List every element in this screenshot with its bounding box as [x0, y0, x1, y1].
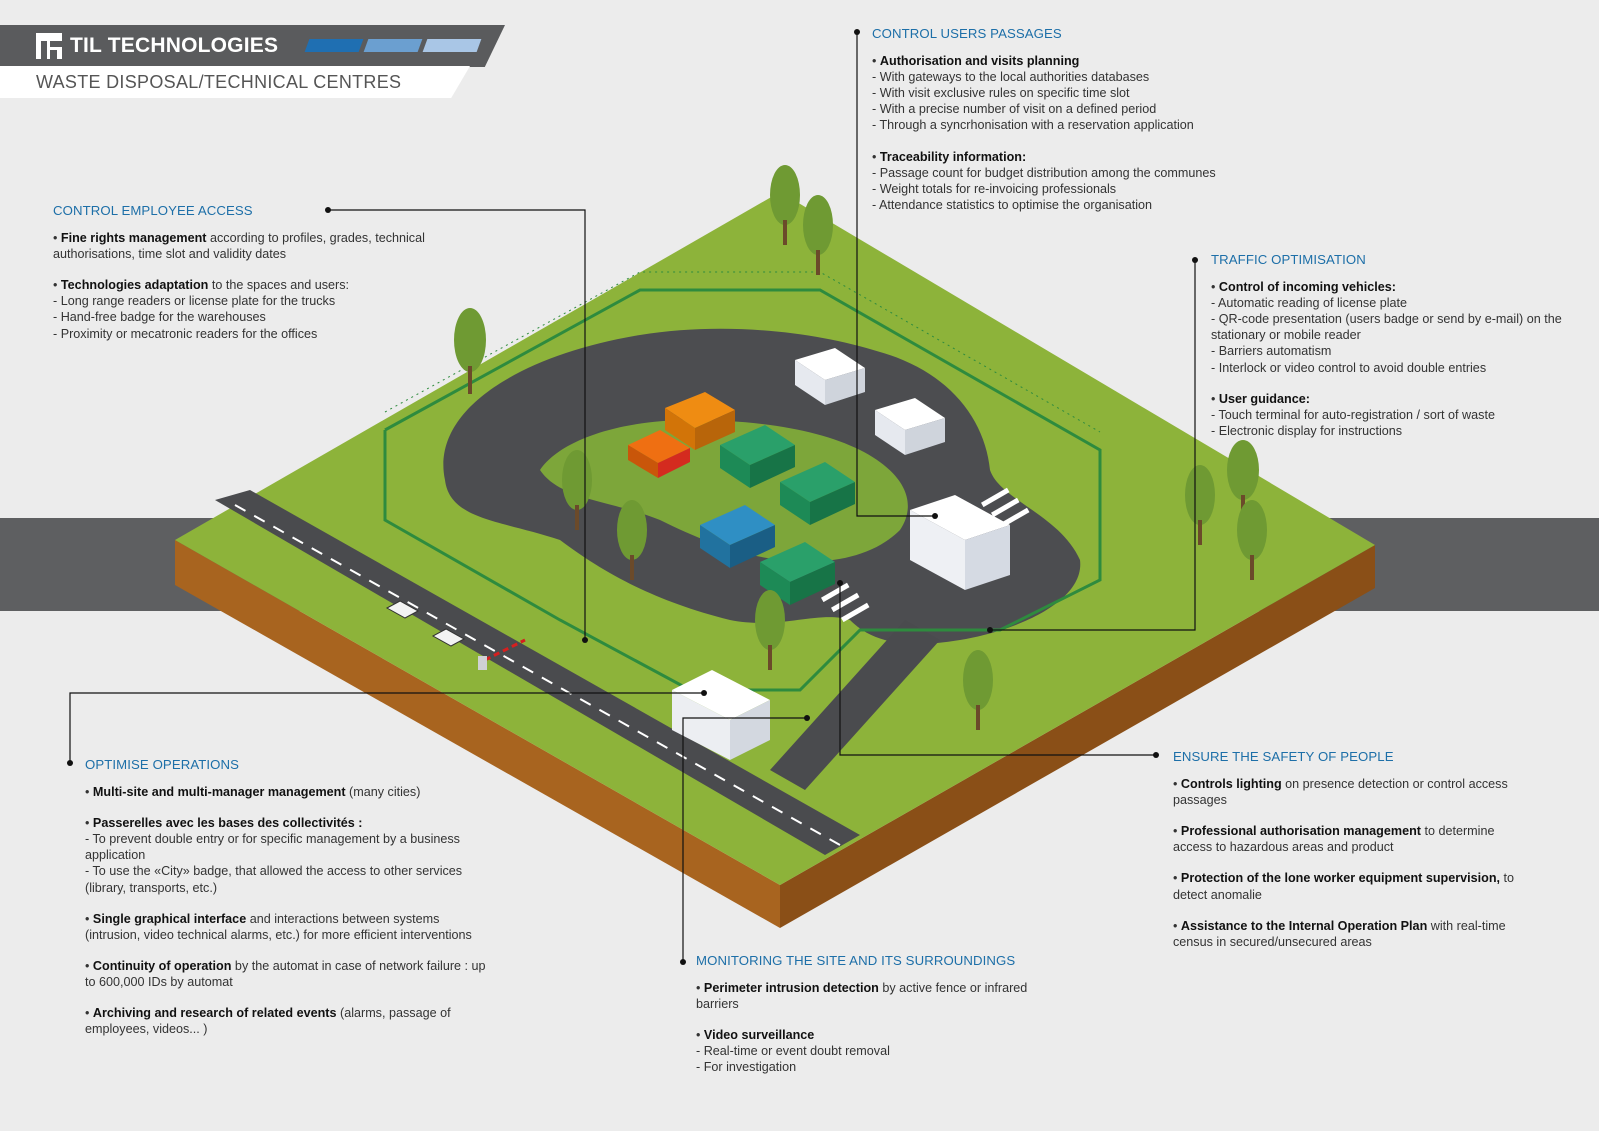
panel-title: OPTIMISE OPERATIONS: [85, 757, 240, 772]
crosswalks: [821, 487, 1030, 623]
list-item: - Through a syncrhonisation with a reser…: [872, 118, 1194, 133]
list-item: - Real-time or event doubt removal: [696, 1044, 890, 1059]
panel-title: MONITORING THE SITE AND ITS SURROUNDINGS: [696, 953, 1016, 968]
bullet: • Traceability information:: [872, 149, 1027, 164]
bullet: • User guidance:: [1211, 391, 1310, 406]
panel-employee-access: CONTROL EMPLOYEE ACCESS • Fine rights ma…: [53, 203, 453, 342]
bullet: • Fine rights management according to pr…: [53, 231, 425, 262]
list-item: - With visit exclusive rules on specific…: [872, 86, 1130, 101]
panel-safety-of-people: ENSURE THE SAFETY OF PEOPLE • Controls l…: [1173, 749, 1533, 950]
panel-monitoring: MONITORING THE SITE AND ITS SURROUNDINGS…: [696, 953, 1036, 1076]
bullet: • Protection of the lone worker equipmen…: [1173, 871, 1515, 902]
bullet: • Archiving and research of related even…: [85, 1006, 451, 1037]
truck: [628, 430, 690, 478]
list-item: - Electronic display for instructions: [1211, 423, 1403, 438]
trees: [454, 165, 1267, 730]
bullet: • Assistance to the Internal Operation P…: [1173, 918, 1506, 949]
list-item: - Long range readers or license plate fo…: [53, 294, 336, 309]
bullet: • Continuity of operation by the automat…: [85, 958, 486, 989]
bullet: • Multi-site and multi-manager managemen…: [85, 785, 421, 800]
bullet: • Single graphical interface and interac…: [85, 911, 472, 942]
list-item: - For investigation: [696, 1060, 797, 1075]
bullet: • Passerelles avec les bases des collect…: [85, 816, 363, 831]
panel-traffic-optimisation: TRAFFIC OPTIMISATION • Control of incomi…: [1211, 252, 1581, 439]
platform-soil-right: [780, 545, 1375, 928]
list-item: - Attendance statistics to optimise the …: [872, 197, 1153, 212]
list-item: - Interlock or video control to avoid do…: [1211, 360, 1487, 375]
buildings: [672, 348, 1010, 760]
connector-lines: [69, 32, 1196, 962]
platform-soil-left: [175, 540, 780, 928]
bullet: • Authorisation and visits planning: [872, 54, 1080, 69]
list-item: - Hand-free badge for the warehouses: [53, 310, 266, 325]
list-item: - Weight totals for re-invoicing profess…: [872, 181, 1117, 196]
header-band: [0, 25, 505, 67]
bullet: • Technologies adaptation to the spaces …: [53, 278, 350, 293]
brand-name: TIL TECHNOLOGIES: [70, 34, 279, 57]
connector-dots: [67, 29, 1198, 965]
list-item: - Barriers automatism: [1211, 344, 1332, 359]
panel-title: TRAFFIC OPTIMISATION: [1211, 252, 1366, 267]
bullet: • Control of incoming vehicles:: [1211, 280, 1396, 295]
waste-containers: [665, 392, 855, 605]
list-item: - With gateways to the local authorities…: [872, 70, 1150, 85]
til-logo-icon: [36, 33, 62, 59]
fence-pickets: [384, 271, 1101, 433]
list-item: - To prevent double entry or for specifi…: [85, 832, 460, 863]
page-subtitle: WASTE DISPOSAL/TECHNICAL CENTRES: [36, 72, 402, 92]
header-stripe-3: [422, 39, 482, 52]
list-item: - Touch terminal for auto-registration /…: [1211, 407, 1495, 422]
bullet: • Controls lighting on presence detectio…: [1173, 777, 1508, 808]
list-item: - Passage count for budget distribution …: [872, 165, 1216, 180]
panel-users-passages: CONTROL USERS PASSAGES • Authorisation a…: [872, 26, 1272, 213]
panel-title: CONTROL USERS PASSAGES: [872, 26, 1062, 41]
list-item: - QR-code presentation (users badge or s…: [1211, 312, 1562, 343]
panel-optimise-operations: OPTIMISE OPERATIONS • Multi-site and mul…: [85, 757, 490, 1037]
cars-and-barrier: [385, 600, 526, 670]
bullet: • Perimeter intrusion detection by activ…: [696, 981, 1028, 1012]
access-road: [770, 620, 940, 790]
list-item: - With a precise number of visit on a de…: [872, 102, 1157, 117]
bullet: • Video surveillance: [696, 1028, 815, 1043]
list-item: - To use the «City» badge, that allowed …: [85, 864, 463, 895]
header-stripe-1: [304, 39, 364, 52]
panel-title: CONTROL EMPLOYEE ACCESS: [53, 203, 253, 218]
list-item: - Automatic reading of license plate: [1211, 296, 1408, 311]
external-road: [215, 490, 860, 855]
bullet: • Professional authorisation management …: [1173, 824, 1495, 855]
header-subtitle-band: [0, 66, 470, 98]
road-markings: [234, 504, 841, 846]
panel-title: ENSURE THE SAFETY OF PEOPLE: [1173, 749, 1394, 764]
header-stripe-2: [363, 39, 423, 52]
list-item: - Proximity or mecatronic readers for th…: [53, 326, 318, 341]
perimeter-fence: [383, 288, 1102, 692]
